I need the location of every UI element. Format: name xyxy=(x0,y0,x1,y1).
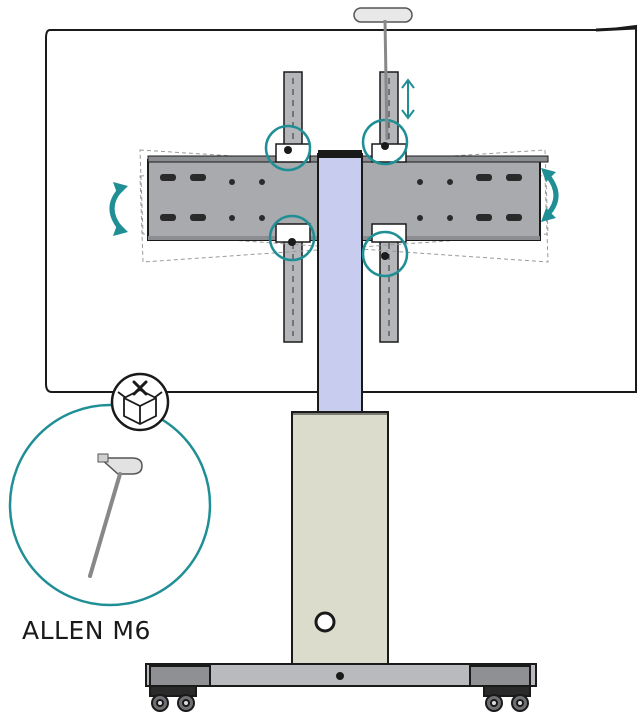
box-crossed-icon xyxy=(110,372,170,432)
screw-highlight-bottom-left xyxy=(268,214,316,262)
tool-label: ALLEN M6 xyxy=(22,616,151,645)
allen-key-in-use xyxy=(353,7,413,141)
screw-highlight-top-left xyxy=(264,124,312,172)
base-frame xyxy=(145,663,537,687)
central-column xyxy=(317,150,363,415)
casters xyxy=(149,685,531,712)
base-cover xyxy=(291,411,389,665)
cable-hole xyxy=(314,611,336,633)
screw-highlight-bottom-right xyxy=(361,230,409,278)
screw-highlights xyxy=(264,118,409,278)
caster-right xyxy=(483,685,531,712)
tool-callout xyxy=(8,372,212,607)
display-panel-edge xyxy=(595,26,637,32)
screw-highlight-top-right xyxy=(361,118,409,166)
double-arrow-vertical-icon xyxy=(401,78,415,120)
tilt-ghost-outline xyxy=(139,149,549,263)
caster-left xyxy=(149,685,197,712)
rail-clamps xyxy=(275,143,407,243)
allen-key-icon xyxy=(88,453,143,578)
